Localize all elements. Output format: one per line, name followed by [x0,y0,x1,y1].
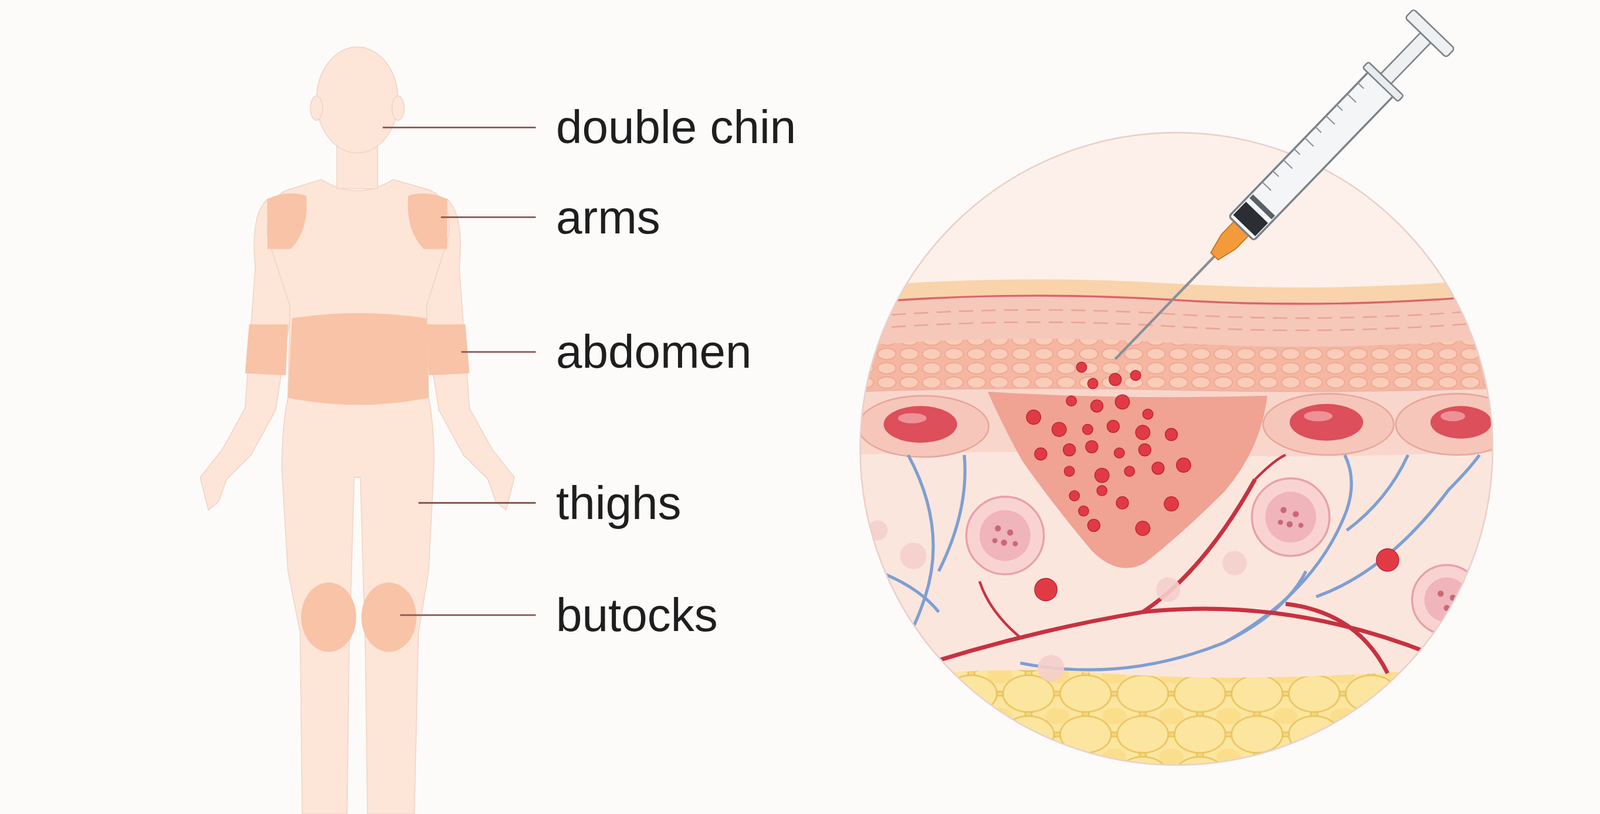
label-holder: butocks [556,588,718,643]
skin-cross-section [846,122,1518,814]
body-area-label: butocks [556,588,718,643]
body-silhouette [200,46,515,814]
cross-section-outline [860,132,1493,765]
body-area-label: arms [556,190,661,245]
label-holder: arms [556,190,661,245]
body-area-label: double chin [556,100,796,155]
body-area-label: abdomen [556,324,752,379]
label-holder: thighs [556,476,681,531]
label-holder: double chin [556,100,796,155]
treatment-areas [245,193,470,653]
body-area-label: thighs [556,476,681,531]
syringe [1094,8,1455,379]
label-holder: abdomen [556,324,752,379]
leader-lines [382,127,537,615]
